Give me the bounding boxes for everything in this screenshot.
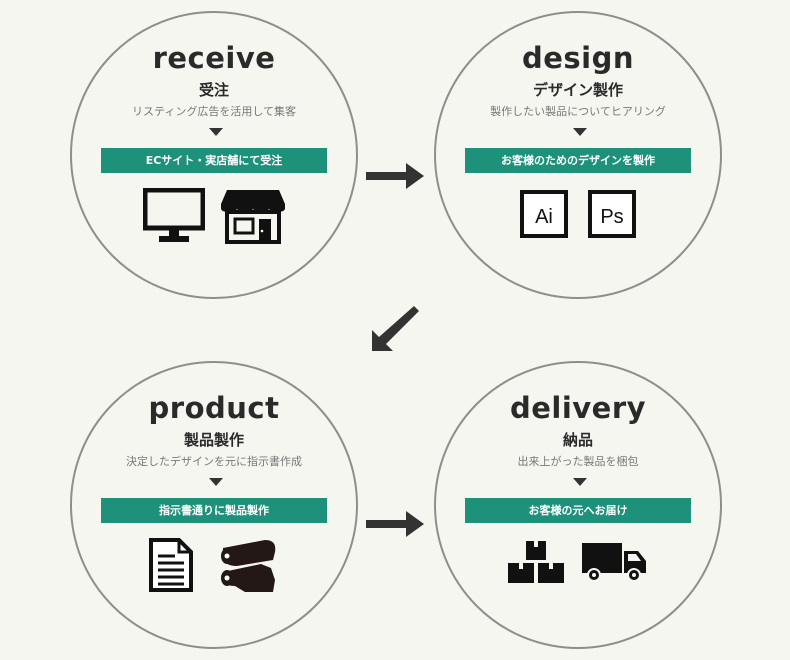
step-delivery: delivery 納品 出来上がった製品を梱包 お客様の元へお届け [434, 361, 722, 649]
triangle-down-icon [573, 478, 587, 486]
illustrator-icon: Ai [520, 190, 568, 238]
photoshop-icon: Ps [588, 190, 636, 238]
triangle-down-icon [573, 128, 587, 136]
truck-icon [582, 543, 646, 582]
document-icon [149, 538, 193, 592]
step-action: 指示書通りに製品製作 [101, 498, 327, 523]
arrow-right-icon [366, 511, 424, 537]
step-title: receive [152, 41, 276, 75]
fabric-roll-icon [221, 540, 276, 592]
step-product: product 製品製作 決定したデザインを元に指示書作成 指示書通りに製品製作 [70, 361, 358, 649]
step-receive: receive 受注 リスティング広告を活用して集客 ECサイト・実店舗にて受注 [70, 11, 358, 299]
svg-text:Ps: Ps [600, 206, 623, 228]
boxes-icon [508, 541, 564, 583]
step-title: design [521, 41, 635, 75]
step-action: ECサイト・実店舗にて受注 [101, 148, 327, 173]
arrow-down-left-icon [372, 306, 419, 351]
step-action: お客様の元へお届け [465, 498, 691, 523]
step-description: 製作したい製品についてヒアリング [490, 105, 666, 118]
step-description: 決定したデザインを元に指示書作成 [126, 455, 302, 468]
shop-icon [221, 190, 285, 244]
step-title: delivery [509, 391, 647, 425]
monitor-icon [143, 188, 205, 242]
step-subtitle: 製品製作 [183, 431, 244, 449]
step-title: product [148, 391, 280, 425]
svg-text:Ai: Ai [535, 206, 553, 228]
step-description: 出来上がった製品を梱包 [517, 455, 639, 468]
step-design: design デザイン製作 製作したい製品についてヒアリング お客様のためのデザ… [434, 11, 722, 299]
step-action: お客様のためのデザインを製作 [465, 148, 691, 173]
step-subtitle: 納品 [562, 431, 593, 449]
step-subtitle: デザイン製作 [532, 81, 623, 99]
arrow-right-icon [366, 163, 424, 189]
step-description: リスティング広告を活用して集客 [131, 105, 296, 118]
step-subtitle: 受注 [198, 81, 229, 99]
triangle-down-icon [209, 478, 223, 486]
triangle-down-icon [209, 128, 223, 136]
